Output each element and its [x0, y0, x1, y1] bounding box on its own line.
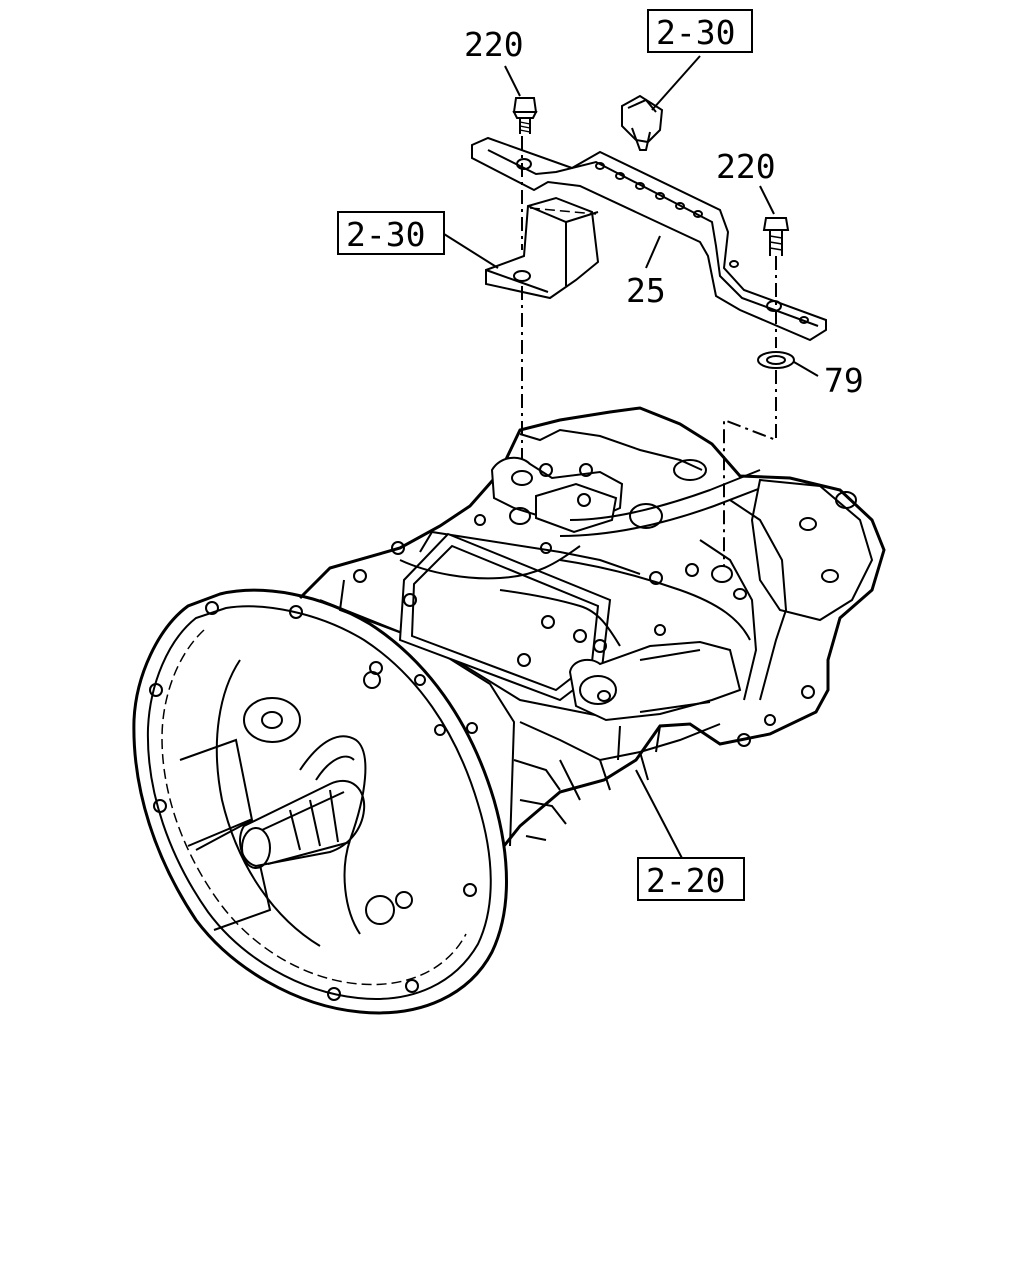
callout-washer: 79	[824, 361, 864, 400]
callout-ref-left-label: 2-30	[346, 215, 425, 254]
callout-bracket: 25	[626, 271, 666, 310]
leader-bolt-right	[759, 185, 775, 215]
leader-block	[443, 233, 499, 269]
leader-clip	[651, 55, 701, 111]
assembly-line-4	[723, 370, 777, 566]
washer-79	[757, 351, 795, 369]
callout-bolt-top: 220	[464, 25, 524, 64]
leader-bracket	[645, 235, 661, 269]
bracket-25	[471, 136, 827, 342]
callout-ref-left: 2-30	[337, 211, 445, 255]
callout-ref-top: 2-30	[647, 9, 753, 53]
leader-bolt-top	[504, 65, 521, 97]
leader-transmission	[635, 769, 685, 863]
callout-bolt-right: 220	[716, 147, 776, 186]
bolt-220-top	[512, 97, 538, 134]
callout-transmission-label: 2-20	[646, 861, 725, 900]
transmission-assembly	[132, 406, 886, 1015]
callout-transmission: 2-20	[637, 857, 745, 901]
leader-washer	[793, 361, 819, 377]
mount-block	[485, 196, 600, 300]
callout-ref-top-label: 2-30	[656, 13, 735, 52]
bolt-220-right	[762, 217, 790, 256]
